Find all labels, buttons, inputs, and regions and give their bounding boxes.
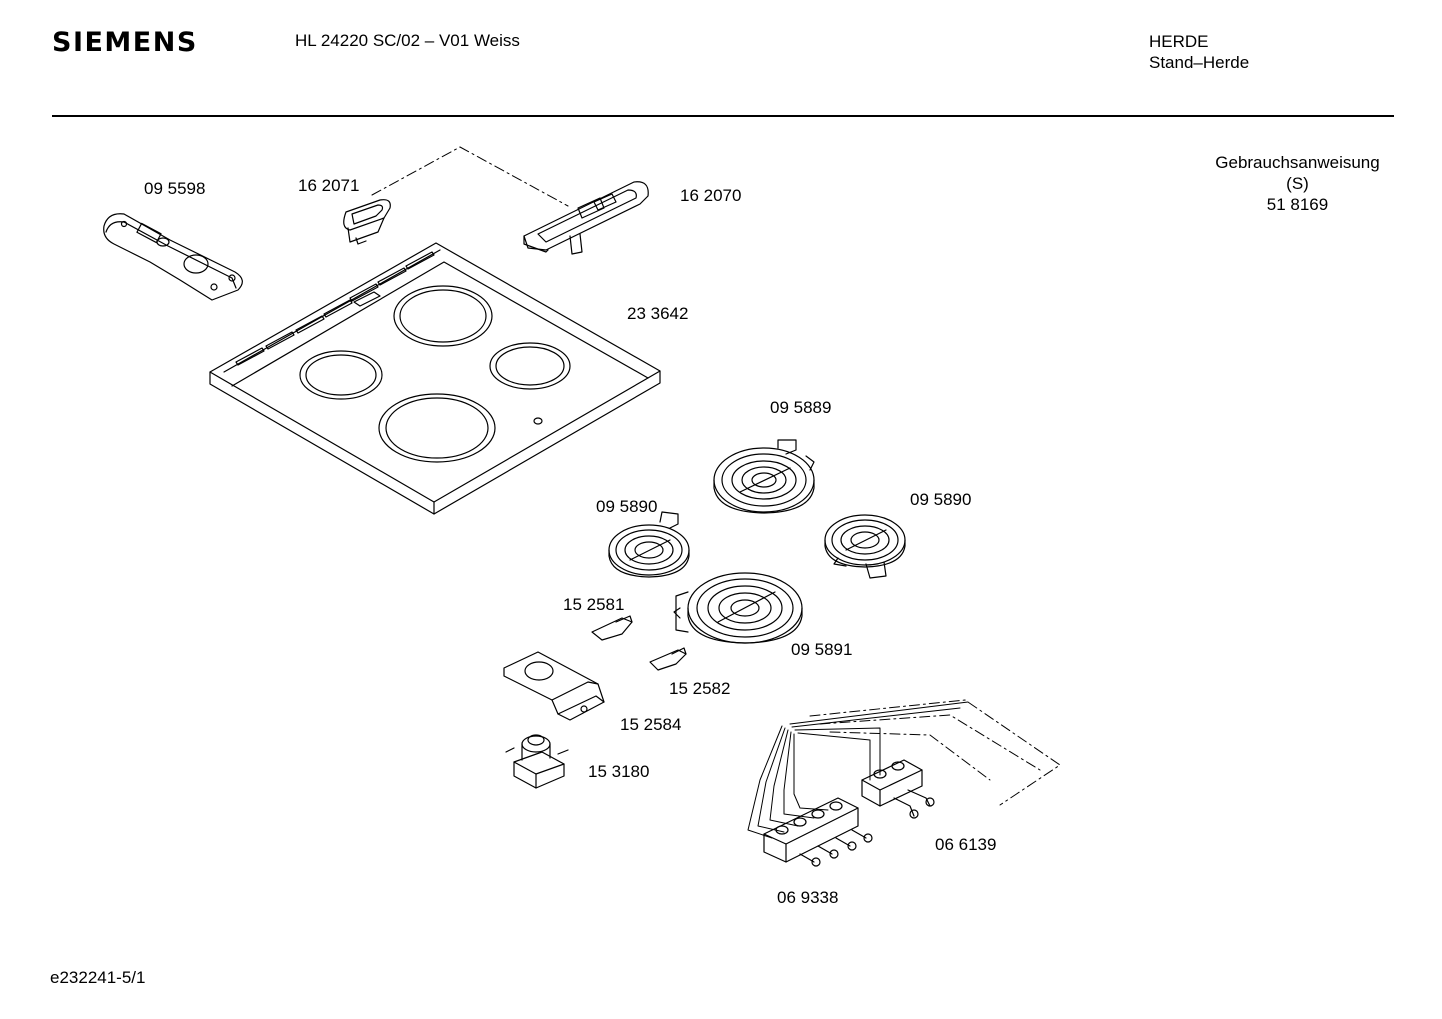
- bracket-part-095598: [104, 214, 243, 300]
- part-label: 23 3642: [627, 304, 689, 323]
- part-label: 06 6139: [935, 835, 997, 854]
- manual-reference: Gebrauchsanweisung (S) 51 8169: [1200, 152, 1395, 215]
- part-label: 06 9338: [777, 888, 839, 907]
- plate-part-152584: [504, 652, 604, 720]
- part-label: 09 5598: [144, 179, 206, 198]
- bracket-part-152581: [592, 616, 632, 640]
- heating-element-095890-left: [609, 512, 689, 577]
- category-subtitle: Stand–Herde: [1149, 53, 1250, 72]
- manual-title: Gebrauchsanweisung: [1215, 153, 1380, 172]
- part-label: 15 2582: [669, 679, 731, 698]
- terminal-part-066139: [862, 760, 934, 818]
- part-label: 15 2581: [563, 595, 625, 614]
- heating-element-095889: [714, 440, 814, 513]
- manual-code: (S): [1286, 174, 1309, 193]
- model-title: HL 24220 SC/02 – V01 Weiss: [295, 31, 520, 50]
- category-block: HERDE Stand–Herde: [1149, 31, 1249, 73]
- part-label: 16 2070: [680, 186, 742, 205]
- heating-element-095890-right: [825, 515, 905, 578]
- trim-part-162070: [524, 182, 648, 254]
- leader-lines: [372, 147, 1060, 805]
- brand-logo: SIEMENS: [52, 27, 198, 58]
- clip-part-162071: [344, 200, 391, 244]
- wiring-harness: [748, 702, 968, 838]
- cooking-zones: [300, 286, 570, 462]
- regulator-part-153180: [506, 735, 568, 788]
- control-slots: [236, 252, 434, 365]
- manual-part-number: 51 8169: [1266, 195, 1329, 214]
- cooktop-part-233642: [210, 243, 660, 514]
- terminal-part-069338: [764, 798, 872, 866]
- part-label: 16 2071: [298, 176, 360, 195]
- bracket-part-152582: [650, 648, 686, 670]
- header-divider: [52, 115, 1394, 117]
- part-label: 09 5890: [910, 490, 972, 509]
- drawing-id: e232241-5/1: [50, 968, 146, 987]
- part-label: 15 3180: [588, 762, 650, 781]
- part-label: 09 5891: [791, 640, 853, 659]
- category-title: HERDE: [1149, 32, 1209, 51]
- heating-element-095891: [674, 573, 802, 643]
- part-label: 09 5890: [596, 497, 658, 516]
- part-label: 15 2584: [620, 715, 682, 734]
- part-label: 09 5889: [770, 398, 832, 417]
